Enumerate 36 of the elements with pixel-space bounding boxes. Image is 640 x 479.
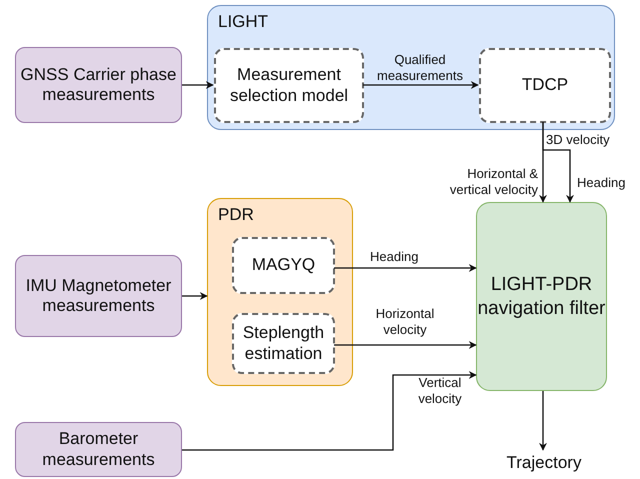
node-label: Measurement selection model <box>228 65 350 106</box>
node-label: Steplength estimation <box>242 323 326 364</box>
arrow <box>182 81 214 89</box>
node-label: TDCP <box>522 75 568 96</box>
node-label: Trajectory <box>506 453 582 473</box>
edge-label: Heading <box>370 249 420 265</box>
arrow <box>539 391 547 451</box>
node-label: IMU Magnetometer measurements <box>24 276 172 316</box>
edge-label: Vertical velocity <box>417 375 463 406</box>
arrow <box>542 122 574 203</box>
node-label: LIGHT-PDR navigation filter <box>477 272 606 320</box>
group-panel <box>207 198 353 386</box>
group-heading: LIGHT <box>218 12 268 32</box>
edge-label: Heading <box>577 175 626 191</box>
process-box <box>479 48 611 123</box>
group-heading: PDR <box>218 205 254 225</box>
node-label: GNSS Carrier phase measurements <box>20 64 178 106</box>
edge-label: Horizontal & vertical velocity <box>448 166 538 198</box>
arrow <box>182 371 477 451</box>
group-panel <box>207 5 615 130</box>
input-box <box>15 422 182 477</box>
arrow <box>334 264 477 272</box>
arrow <box>334 341 477 349</box>
process-box <box>214 48 364 123</box>
edge-label: Qualified measurements <box>376 52 464 84</box>
edge-label: Horizontal velocity <box>374 306 436 338</box>
node-label: MAGYQ <box>252 255 316 276</box>
process-box <box>232 313 335 374</box>
arrow <box>363 81 479 89</box>
node-label: Barometer measurements <box>41 429 156 470</box>
process-box <box>232 237 335 294</box>
flow-label: 3D velocity <box>546 132 610 148</box>
filter-box <box>476 202 607 391</box>
arrow <box>182 292 208 300</box>
input-box <box>15 255 182 337</box>
input-box <box>15 47 182 123</box>
